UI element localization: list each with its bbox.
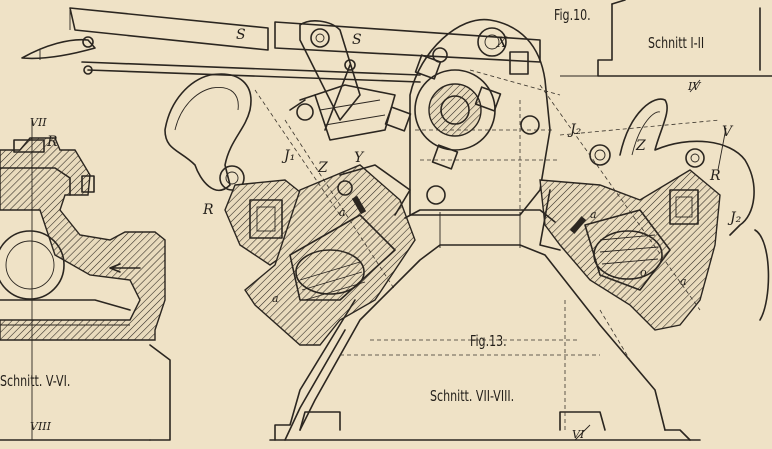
mark-v: V — [722, 124, 733, 140]
fig10-section — [560, 0, 772, 77]
mark-o: o — [640, 266, 647, 279]
mark-vii: VII — [30, 116, 47, 129]
mark-a-3: a — [680, 275, 687, 288]
mark-r-left: R — [203, 202, 214, 218]
mark-a-2: a — [339, 206, 346, 219]
figure-title-fig10: Fig.10. — [554, 6, 591, 24]
mark-a-4: a — [590, 208, 597, 221]
central-mechanism — [289, 18, 611, 216]
mark-s-left: S — [236, 27, 246, 43]
left-cylinder — [164, 73, 416, 346]
section-v-vi — [0, 120, 171, 441]
mark-y: Y — [354, 150, 364, 166]
mark-s-right: S — [352, 32, 362, 48]
mark-z-left: Z — [318, 160, 328, 176]
mark-iv: IV — [688, 80, 701, 93]
right-cylinder — [539, 84, 770, 331]
mark-j2-right: J₂ — [730, 210, 742, 226]
mark-x: X — [497, 35, 507, 51]
mark-j2: J₂ — [570, 122, 582, 138]
machine-frame — [269, 209, 701, 441]
section-label-i-ii: Schnitt I-II — [648, 34, 705, 52]
mark-a-1: a — [272, 292, 279, 305]
section-label-v-vi: Schnitt. V-VI. — [0, 372, 71, 390]
section-label-vii-viii: Schnitt. VII-VIII. — [430, 387, 515, 405]
mark-vi: VI — [572, 428, 585, 441]
mark-j1: J₁ — [284, 148, 296, 164]
figure-title-fig13: Fig.13. — [470, 332, 507, 350]
cut-lines — [574, 79, 727, 441]
lever-rods — [21, 7, 541, 83]
mark-r-right: R — [710, 168, 721, 184]
mark-r-section: R — [47, 134, 58, 150]
mark-z-right: Z — [636, 138, 646, 154]
mark-viii: VIII — [30, 420, 51, 433]
